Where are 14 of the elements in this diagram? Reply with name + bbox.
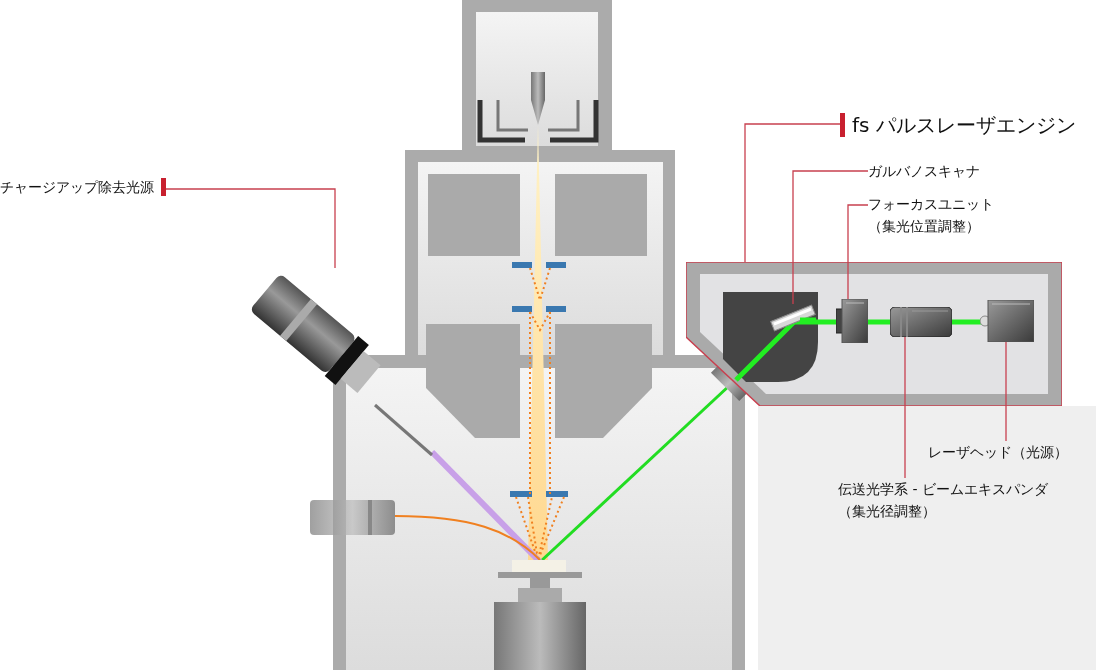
leader-line — [904, 336, 906, 479]
callout-label: フォーカスユニット — [868, 195, 994, 214]
callout-label: fs パルスレーザエンジン — [852, 112, 1076, 139]
callout-label: （集光位置調整） — [868, 217, 981, 236]
leader-line — [1005, 341, 1007, 442]
callout-label: ガルバノスキャナ — [868, 162, 980, 181]
leader-line — [847, 204, 869, 300]
leader-line — [165, 188, 336, 269]
callout-label: レーザヘッド（光源） — [928, 443, 1068, 462]
leader-line — [744, 123, 841, 263]
leader-line — [792, 170, 869, 305]
callout-label: 伝送光学系 - ビームエキスパンダ — [838, 480, 1048, 499]
callout-label: （集光径調整） — [838, 502, 937, 521]
callout-label: チャージアップ除去光源 — [0, 178, 154, 197]
